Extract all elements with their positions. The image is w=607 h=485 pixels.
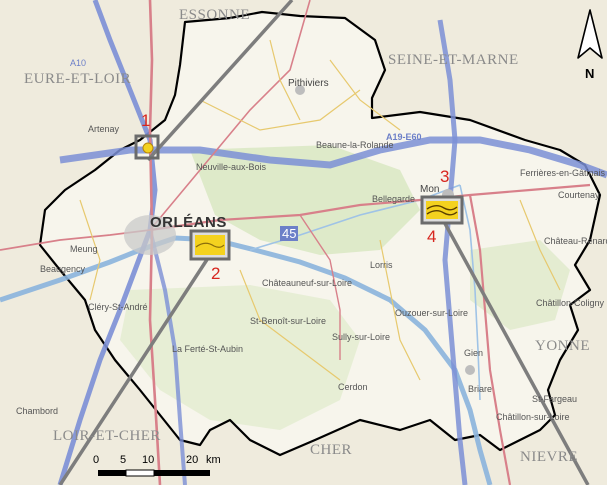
dept-label-nievre: NIEVRE (520, 449, 578, 465)
scale-unit: km (206, 454, 221, 466)
town-label-orleans: ORLÉANS (150, 214, 227, 231)
forest-east (470, 240, 570, 330)
town-label-ferrieres: Ferrières-en-Gâtinais (520, 168, 606, 178)
site-marker-2[interactable] (189, 229, 231, 261)
scale-label-10: 10 (142, 454, 155, 466)
town-label-beaune: Beaune-la-Rolande (316, 140, 394, 150)
scale-label-0: 0 (93, 454, 100, 466)
town-label-chateaurenard: Château-Renard (544, 236, 607, 246)
scale-label-5: 5 (120, 454, 127, 466)
road-d2060 (299, 214, 341, 360)
town-label-chatillon-loire: Châtillon-sur-Loire (496, 412, 570, 422)
town-label-st-fargeau: St-Fargeau (532, 394, 578, 404)
road-label-a10: A10 (70, 58, 87, 68)
dept-code-badge: 45 (280, 226, 299, 241)
town-label-montargis: Mon (420, 184, 440, 195)
town-label-sully: Sully-sur-Loire (332, 332, 391, 342)
dept-label-yonne: YONNE (535, 338, 590, 354)
town-label-chatillon: Châtillon-Coligny (536, 298, 605, 308)
town-label-bellegarde: Bellegarde (372, 194, 416, 204)
north-label: N (585, 66, 595, 81)
town-label-lorris: Lorris (370, 260, 393, 270)
town-label-gien: Gien (464, 348, 484, 358)
town-label-chambord: Chambord (16, 406, 59, 416)
town-label-artenay: Artenay (88, 124, 120, 134)
town-label-briare: Briare (468, 384, 493, 394)
site-number-2: 2 (211, 264, 221, 283)
road-n7 (468, 194, 512, 485)
scale-bar (98, 469, 210, 477)
scale-label-20: 20 (186, 454, 199, 466)
town-label-neuville: Neuville-aux-Bois (196, 162, 267, 172)
dept-label-cher: CHER (310, 442, 353, 458)
dept-label-essonne: ESSONNE (179, 7, 251, 23)
site-marker-3-4[interactable] (420, 195, 464, 225)
pointer-lines (58, 0, 590, 485)
town-label-ouzouer: Ouzouer-sur-Loire (395, 308, 469, 318)
canal-briare (459, 184, 481, 401)
town-label-ferte: La Ferté-St-Aubin (172, 344, 244, 354)
department-border (38, 10, 602, 457)
town-label-st-benoit: St-Benoît-sur-Loire (250, 316, 327, 326)
dept-label-loir-et-cher: LOIR-ET-CHER (53, 428, 161, 444)
loire-river (0, 235, 493, 485)
road-n152 (149, 0, 311, 231)
site-number-1: 1 (141, 111, 151, 130)
motorway-a19 (59, 136, 607, 179)
dept-label-seine-et-marne: SEINE-ET-MARNE (388, 52, 519, 68)
road-n60 (149, 183, 591, 232)
motorway-a77 (437, 19, 468, 485)
dept-label-eure-et-loir: EURE-ET-LOIR (24, 71, 132, 87)
road-label-a19: A19-E60 (386, 132, 422, 142)
town-label-beaugency: Beaugency (40, 264, 86, 274)
town-label-meung: Meung (70, 244, 98, 254)
town-label-pithiviers: Pithiviers (288, 78, 329, 89)
motorway-a71 (148, 229, 187, 485)
site-marker-1[interactable] (134, 134, 160, 160)
town-label-chateauneuf: Châteauneuf-sur-Loire (262, 278, 353, 288)
town-label-cerdon: Cerdon (338, 382, 368, 392)
orleans-urban (124, 215, 176, 255)
forest-orleans (190, 145, 420, 255)
town-label-clery: Cléry-St-André (88, 302, 148, 312)
town-label-courtenay: Courtenay (558, 190, 600, 200)
site-number-3: 3 (440, 167, 450, 186)
site-number-4: 4 (427, 227, 437, 246)
north-arrow-icon (577, 9, 603, 59)
